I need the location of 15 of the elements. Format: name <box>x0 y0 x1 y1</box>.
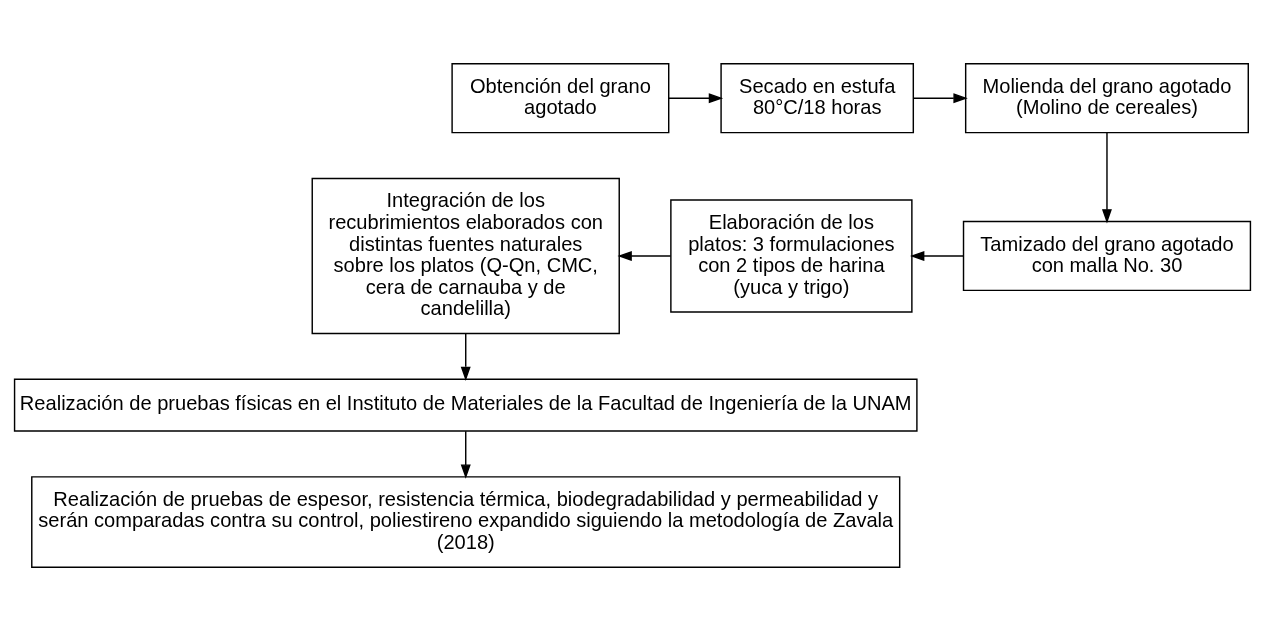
arrow <box>910 250 964 261</box>
node-box: Integración de los recubrimientos elaborados con distintas fuentes naturales sobre los platos (Q-Qn, CMC, cera de carnauba y de candelilla) <box>311 177 620 334</box>
arrow <box>617 250 672 261</box>
node-box: Secado en estufa 80°C/18 horas <box>720 62 915 133</box>
arrow <box>668 92 724 103</box>
node-box: Realización de pruebas de espesor, resistencia térmica, biodegradabilidad y permeabilidad y serán comparadas contra su control, poliestireno expandido siguiendo la metodología de Zavala (2018) <box>31 475 901 568</box>
node-box: Tamizado del grano agotado con malla No. 30 <box>962 220 1252 291</box>
arrow <box>460 430 471 479</box>
node-box: Realización de pruebas físicas en el Instituto de Materiales de la Facultad de Ingeniería de la UNAM <box>13 378 918 432</box>
arrow <box>912 92 968 103</box>
arrow <box>1101 131 1112 223</box>
node-box: Elaboración de los platos: 3 formulaciones con 2 tipos de harina (yuca y trigo) <box>670 198 913 313</box>
node-box: Obtención del grano agotado <box>451 62 670 133</box>
node-box: Molienda del grano agotado (Molino de cereales) <box>964 62 1249 133</box>
arrow <box>460 332 471 381</box>
